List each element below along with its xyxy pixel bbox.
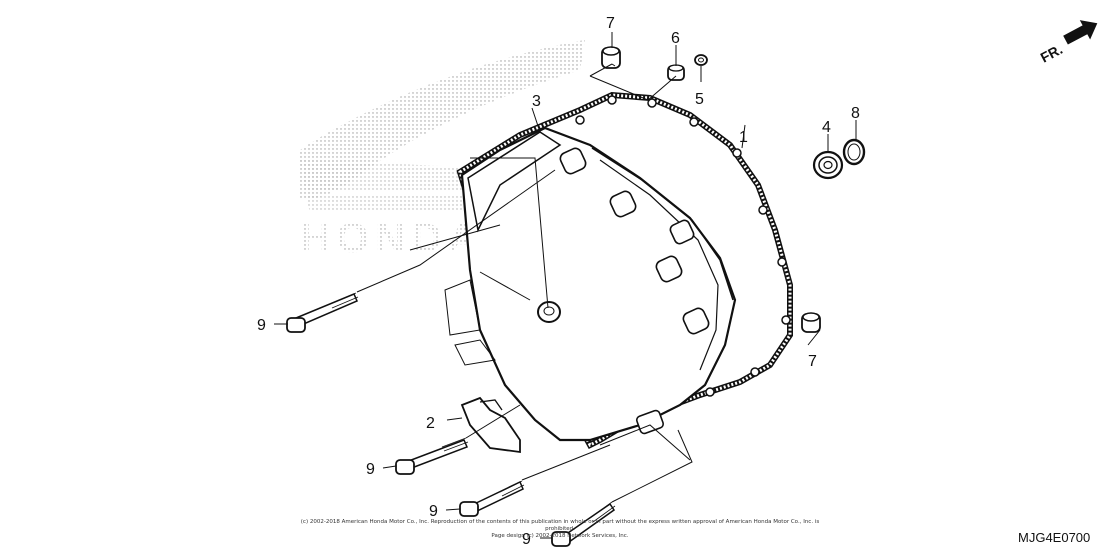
copyright-line-2: Page design (c) 2002-2018 Network Servic… xyxy=(491,533,629,539)
bracket-part-2[interactable] xyxy=(460,396,521,454)
callout-5: 5 xyxy=(695,91,704,108)
bolt-part-9-upper[interactable] xyxy=(286,292,359,333)
copyright-line-1: (c) 2002-2018 American Honda Motor Co., … xyxy=(300,519,820,532)
callout-9-upper: 9 xyxy=(257,317,266,334)
front-arrow-icon: FR. xyxy=(1038,20,1098,66)
callout-7-right: 7 xyxy=(808,353,817,370)
callout-8: 8 xyxy=(851,105,860,122)
callout-7-top: 7 xyxy=(606,15,615,32)
callout-9-lower-right: 9 xyxy=(522,531,531,548)
bolt-part-9-middle[interactable] xyxy=(395,437,469,475)
callout-9-lower-left: 9 xyxy=(429,503,438,520)
dowel-pin-part-7-top[interactable] xyxy=(601,46,621,69)
callout-1: 1 xyxy=(739,129,748,146)
pin-part-6[interactable] xyxy=(667,64,685,81)
honda-watermark-text: HONDA xyxy=(300,214,484,261)
callout-6: 6 xyxy=(671,30,680,47)
dowel-pin-part-7-right[interactable] xyxy=(801,312,821,333)
svg-text:FR.: FR. xyxy=(1038,41,1065,66)
washer-part-5[interactable] xyxy=(694,54,708,66)
callout-3: 3 xyxy=(532,93,541,110)
bolt-part-9-lower-right[interactable] xyxy=(551,501,616,547)
callout-9-middle: 9 xyxy=(366,461,375,478)
callout-2: 2 xyxy=(426,415,435,432)
copyright-notice: (c) 2002-2018 American Honda Motor Co., … xyxy=(300,519,820,540)
leader-lines xyxy=(274,32,857,539)
cover-part-3[interactable] xyxy=(444,126,737,442)
callout-labels: 1 2 3 4 5 6 7 7 8 9 9 9 9 xyxy=(257,15,860,548)
snap-ring-part-8[interactable] xyxy=(842,138,866,166)
callout-4: 4 xyxy=(822,119,831,136)
diagram-code: MJG4E0700 xyxy=(1018,530,1091,545)
bolt-part-9-lower-left[interactable] xyxy=(459,480,525,517)
bearing-part-4[interactable] xyxy=(812,150,844,180)
